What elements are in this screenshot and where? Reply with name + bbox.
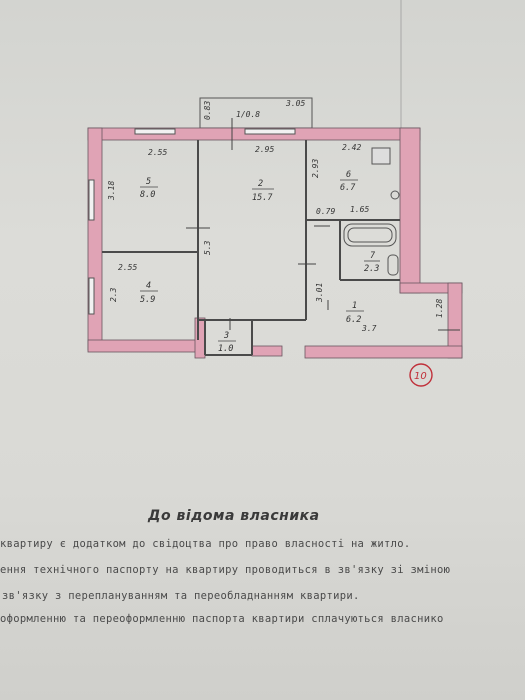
room-number: 5: [146, 177, 151, 187]
dim-room5-height: 3.18: [107, 181, 116, 201]
room-1: 1 6.2: [346, 301, 364, 325]
floor-plan: 1/0.8 0.83 3.05 2.55 3.18 2.95 5.3 2.42 …: [87, 97, 463, 387]
notice-line-3: зв'язку з переплануванням та переобладна…: [2, 590, 360, 602]
room-7: 7 2.3: [364, 251, 380, 274]
room-number: 2: [258, 179, 263, 189]
notice-heading: До відома власника: [148, 508, 320, 524]
windows: [88, 128, 296, 315]
room-area: 5.9: [140, 295, 155, 305]
room-6: 6 6.7: [340, 170, 358, 193]
room-area: 6.7: [340, 183, 356, 193]
dim-room4-height: 2.3: [109, 287, 118, 302]
dim-room1-b: 3.7: [361, 324, 377, 333]
room-number: 6: [346, 170, 351, 180]
dim-room1-a: 3.01: [315, 283, 324, 303]
room-5: 5 8.0: [140, 177, 158, 200]
dim-balcony-area: 1/0.8: [236, 110, 260, 119]
fixtures: [343, 147, 400, 276]
room-area: 8.0: [140, 190, 155, 200]
dim-balcony-width: 3.05: [285, 99, 305, 108]
room-4: 4 5.9: [140, 281, 158, 305]
dim-balcony-depth: 0.83: [203, 101, 212, 120]
notice-line-1: квартиру є додатком до свідоцтва про пра…: [0, 538, 411, 550]
dim-room5-width: 2.55: [148, 148, 167, 157]
room-3: 3 1.0: [218, 331, 236, 354]
apartment-number-badge: 10: [409, 363, 433, 387]
dim-room6-width: 2.42: [342, 143, 361, 152]
room-number: 3: [223, 331, 229, 341]
notice-line-2: ення технічного паспорту на квартиру про…: [0, 564, 451, 576]
room-number: 1: [352, 301, 357, 311]
room-area: 6.2: [346, 315, 361, 325]
dim-room2-height: 5.3: [203, 240, 212, 255]
paper-fold: [400, 0, 402, 140]
dim-room6-height: 2.93: [311, 159, 320, 178]
dim-room2-width: 2.95: [255, 145, 274, 154]
room-area: 15.7: [252, 193, 273, 203]
dim-room4-width: 2.55: [118, 263, 137, 272]
dim-room7-a: 0.79: [316, 207, 335, 216]
room-area: 1.0: [218, 344, 233, 354]
door-marks: [186, 118, 460, 331]
notice-line-4: оформленню та переоформленню паспорта кв…: [0, 613, 444, 625]
apartment-number: 10: [414, 371, 427, 382]
room-number: 4: [146, 281, 151, 291]
inner-walls: [102, 140, 400, 356]
room-2: 2 15.7: [252, 179, 274, 203]
dim-room1-c: 1.28: [435, 299, 444, 318]
dim-room7-b: 1.65: [350, 205, 369, 214]
room-number: 7: [370, 251, 376, 261]
outer-walls: [87, 127, 463, 359]
room-area: 2.3: [364, 264, 379, 274]
